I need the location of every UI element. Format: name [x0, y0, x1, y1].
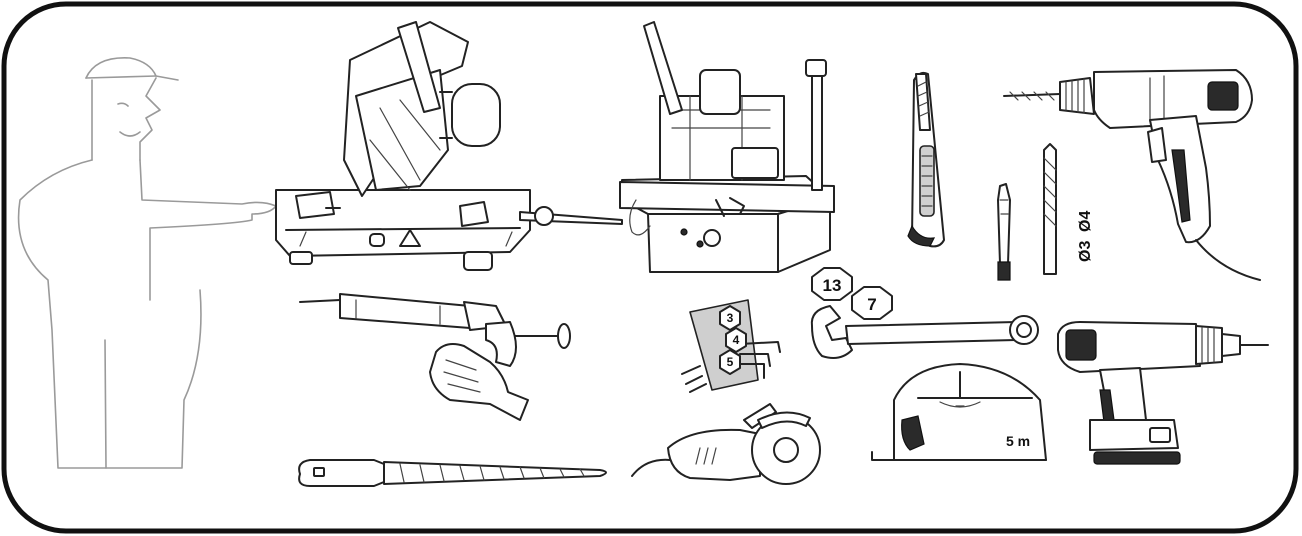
allen-key-set-icon	[681, 299, 781, 393]
screwdriver-bit-icon	[997, 183, 1011, 281]
spanner-size-label-7: 7	[867, 295, 876, 314]
drill-bit-label-3: Ø3	[1077, 241, 1094, 262]
worker-pointing-icon	[17, 57, 277, 469]
drill-bit-label-4: Ø4	[1077, 211, 1094, 232]
cordless-drill-icon	[1057, 321, 1269, 465]
angle-grinder-icon	[631, 403, 821, 485]
combination-spanner-icon	[810, 305, 1039, 359]
pipe-welding-machine-icon	[619, 21, 835, 273]
tape-length-label: 5 m	[1006, 433, 1030, 449]
mitre-saw-icon	[275, 21, 623, 271]
drill-bit-icon	[1043, 143, 1057, 275]
spanner-size-badge-7	[851, 286, 893, 320]
spanner-size-label-13: 13	[823, 276, 842, 295]
caulking-gun-icon	[299, 293, 571, 421]
utility-knife-icon	[907, 71, 945, 248]
corded-drill-icon	[1003, 69, 1261, 281]
allen-key-label-4: 4	[733, 333, 740, 347]
file-icon	[298, 459, 607, 487]
tape-measure-icon	[871, 363, 1047, 461]
allen-key-label-5: 5	[727, 355, 734, 369]
spanner-size-badge-13	[811, 267, 853, 301]
allen-key-label-3: 3	[727, 311, 734, 325]
